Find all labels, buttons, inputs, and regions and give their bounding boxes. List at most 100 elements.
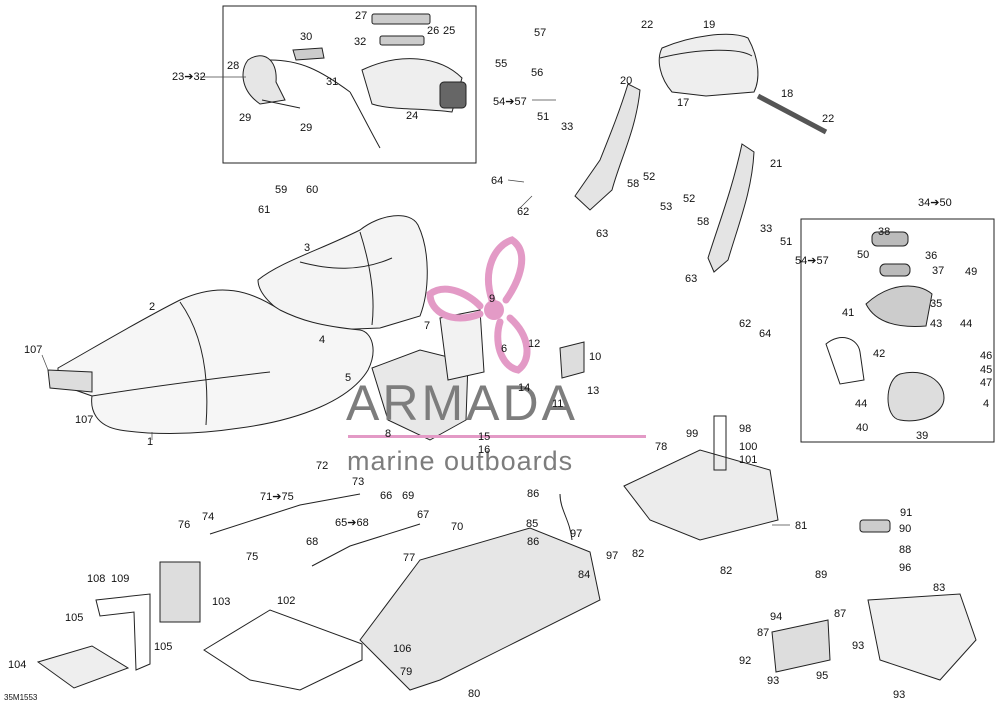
callout-23-32[interactable]: 23➔32 [172,71,206,83]
callout-77[interactable]: 77 [403,552,416,564]
callout-19[interactable]: 19 [703,19,716,31]
callout-82[interactable]: 82 [720,565,733,577]
callout-95[interactable]: 95 [816,670,829,682]
callout-52[interactable]: 52 [683,193,696,205]
callout-86[interactable]: 86 [527,536,540,548]
callout-88[interactable]: 88 [899,544,912,556]
callout-22[interactable]: 22 [641,19,654,31]
callout-42[interactable]: 42 [873,348,886,360]
callout-55[interactable]: 55 [495,58,508,70]
callout-64[interactable]: 64 [759,328,772,340]
callout-94[interactable]: 94 [770,611,783,623]
callout-109[interactable]: 109 [111,573,130,585]
callout-27[interactable]: 27 [355,10,368,22]
callout-36[interactable]: 36 [925,250,938,262]
callout-63[interactable]: 63 [596,228,609,240]
callout-93[interactable]: 93 [852,640,865,652]
callout-33[interactable]: 33 [561,121,574,133]
callout-35[interactable]: 35 [930,298,943,310]
callout-106[interactable]: 106 [393,643,412,655]
callout-89[interactable]: 89 [815,569,828,581]
callout-30[interactable]: 30 [300,31,313,43]
callout-79[interactable]: 79 [400,666,413,678]
callout-74[interactable]: 74 [202,511,215,523]
callout-1[interactable]: 1 [147,436,154,448]
callout-53[interactable]: 53 [660,201,673,213]
callout-38[interactable]: 38 [878,226,891,238]
callout-33[interactable]: 33 [760,223,773,235]
callout-100[interactable]: 100 [739,441,758,453]
callout-5[interactable]: 5 [345,372,352,384]
callout-12[interactable]: 12 [528,338,541,350]
callout-86[interactable]: 86 [527,488,540,500]
callout-16[interactable]: 16 [478,444,491,456]
callout-58[interactable]: 58 [627,178,640,190]
callout-60[interactable]: 60 [306,184,319,196]
callout-4[interactable]: 4 [983,398,990,410]
callout-34-50[interactable]: 34➔50 [918,197,952,209]
callout-101[interactable]: 101 [739,454,758,466]
callout-26[interactable]: 26 [427,25,440,37]
callout-13[interactable]: 13 [587,385,600,397]
callout-7[interactable]: 7 [424,320,431,332]
callout-96[interactable]: 96 [899,562,912,574]
callout-57[interactable]: 57 [534,27,547,39]
callout-17[interactable]: 17 [677,97,690,109]
callout-73[interactable]: 73 [352,476,365,488]
callout-91[interactable]: 91 [900,507,913,519]
callout-68[interactable]: 68 [306,536,319,548]
callout-97[interactable]: 97 [570,528,583,540]
callout-70[interactable]: 70 [451,521,464,533]
callout-87[interactable]: 87 [757,627,770,639]
callout-93[interactable]: 93 [893,689,906,701]
callout-31[interactable]: 31 [326,76,339,88]
callout-81[interactable]: 81 [795,520,808,532]
callout-39[interactable]: 39 [916,430,929,442]
callout-58[interactable]: 58 [697,216,710,228]
callout-14[interactable]: 14 [518,382,531,394]
callout-99[interactable]: 99 [686,428,699,440]
callout-108[interactable]: 108 [87,573,106,585]
callout-47[interactable]: 47 [980,377,993,389]
callout-69[interactable]: 69 [402,490,415,502]
callout-59[interactable]: 59 [275,184,288,196]
callout-98[interactable]: 98 [739,423,752,435]
callout-28[interactable]: 28 [227,60,240,72]
callout-61[interactable]: 61 [258,204,271,216]
callout-37[interactable]: 37 [932,265,945,277]
callout-102[interactable]: 102 [277,595,296,607]
callout-85[interactable]: 85 [526,518,539,530]
callout-24[interactable]: 24 [406,110,419,122]
callout-82[interactable]: 82 [632,548,645,560]
callout-78[interactable]: 78 [655,441,668,453]
callout-54-57[interactable]: 54➔57 [795,255,829,267]
callout-44[interactable]: 44 [855,398,868,410]
callout-22[interactable]: 22 [822,113,835,125]
callout-76[interactable]: 76 [178,519,191,531]
callout-41[interactable]: 41 [842,307,855,319]
callout-3[interactable]: 3 [304,242,311,254]
callout-87[interactable]: 87 [834,608,847,620]
callout-2[interactable]: 2 [149,301,156,313]
callout-80[interactable]: 80 [468,688,481,700]
callout-8[interactable]: 8 [385,428,392,440]
callout-9[interactable]: 9 [489,293,496,305]
callout-105[interactable]: 105 [154,641,173,653]
callout-45[interactable]: 45 [980,364,993,376]
callout-25[interactable]: 25 [443,25,456,37]
callout-18[interactable]: 18 [781,88,794,100]
callout-65-68[interactable]: 65➔68 [335,517,369,529]
callout-44[interactable]: 44 [960,318,973,330]
callout-54-57[interactable]: 54➔57 [493,96,527,108]
callout-56[interactable]: 56 [531,67,544,79]
callout-90[interactable]: 90 [899,523,912,535]
callout-51[interactable]: 51 [780,236,793,248]
callout-93[interactable]: 93 [767,675,780,687]
callout-84[interactable]: 84 [578,569,591,581]
callout-52[interactable]: 52 [643,171,656,183]
callout-29[interactable]: 29 [300,122,313,134]
callout-103[interactable]: 103 [212,596,231,608]
callout-29[interactable]: 29 [239,112,252,124]
callout-40[interactable]: 40 [856,422,869,434]
callout-67[interactable]: 67 [417,509,430,521]
